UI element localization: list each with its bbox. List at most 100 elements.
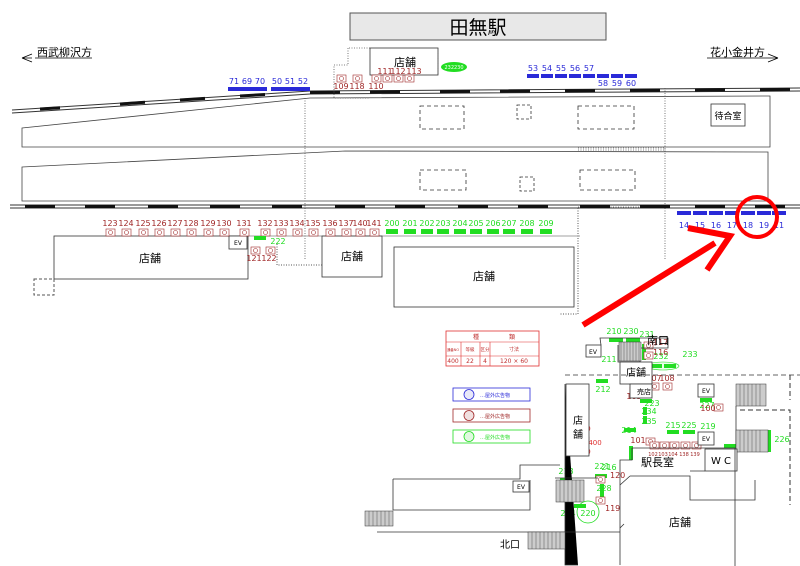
red-marker[interactable]: [276, 228, 287, 237]
green-marker[interactable]: [521, 229, 533, 234]
green-marker[interactable]: [664, 364, 676, 368]
green-marker-217[interactable]: [724, 444, 736, 448]
green-marker[interactable]: [421, 229, 433, 234]
green-marker[interactable]: [487, 229, 499, 234]
green-marker-label: 233: [682, 350, 697, 359]
blue-marker[interactable]: [271, 87, 284, 91]
red-marker[interactable]: [105, 228, 116, 237]
red-marker-102[interactable]: [649, 441, 660, 450]
red-marker-108[interactable]: [662, 382, 673, 391]
blue-marker[interactable]: [583, 74, 595, 78]
blue-marker[interactable]: [709, 211, 723, 215]
red-circle-icon: [328, 230, 333, 235]
red-marker[interactable]: [393, 74, 404, 83]
blue-marker[interactable]: [569, 74, 581, 78]
red-marker-104[interactable]: [669, 441, 680, 450]
blue-marker[interactable]: [741, 211, 755, 215]
red-marker[interactable]: [219, 228, 230, 237]
green-marker-210[interactable]: [609, 338, 623, 342]
red-marker[interactable]: [121, 228, 132, 237]
green-marker-228[interactable]: [600, 484, 604, 498]
green-marker-224[interactable]: [574, 504, 586, 508]
green-marker[interactable]: [470, 229, 482, 234]
red-marker[interactable]: [404, 74, 415, 83]
green-marker[interactable]: [437, 229, 449, 234]
green-marker-212[interactable]: [596, 379, 608, 383]
green-marker-232230[interactable]: [441, 62, 467, 72]
green-marker[interactable]: [254, 236, 266, 240]
red-marker-label: 109: [333, 82, 348, 91]
blue-marker[interactable]: [597, 74, 609, 78]
red-marker-label: 125: [135, 219, 150, 228]
red-marker-120[interactable]: [595, 475, 606, 484]
red-marker[interactable]: [382, 74, 393, 83]
red-circle-icon: [355, 76, 360, 81]
blue-marker[interactable]: [693, 211, 707, 215]
red-marker-138[interactable]: [680, 441, 691, 450]
red-circle-icon: [716, 405, 721, 410]
red-marker[interactable]: [308, 228, 319, 237]
red-marker-label: 108: [659, 374, 674, 383]
red-marker-100[interactable]: [713, 403, 724, 412]
red-marker[interactable]: [260, 228, 271, 237]
red-marker[interactable]: [154, 228, 165, 237]
green-marker-234[interactable]: [643, 407, 647, 415]
blue-marker[interactable]: [757, 211, 771, 215]
direction-east-label: 花小金井方: [710, 45, 765, 59]
blue-marker[interactable]: [254, 87, 267, 91]
blue-marker[interactable]: [725, 211, 739, 215]
red-marker[interactable]: [336, 74, 347, 83]
blue-marker-label: 52: [298, 77, 308, 86]
red-marker[interactable]: [138, 228, 149, 237]
blue-marker[interactable]: [625, 74, 637, 78]
green-marker[interactable]: [503, 229, 515, 234]
red-marker[interactable]: [170, 228, 181, 237]
red-marker[interactable]: [325, 228, 336, 237]
red-marker[interactable]: [239, 228, 250, 237]
green-marker[interactable]: [386, 229, 398, 234]
blue-marker[interactable]: [772, 211, 786, 215]
green-marker-226[interactable]: [767, 430, 771, 452]
green-marker-label: 208: [519, 219, 534, 228]
red-marker[interactable]: [352, 74, 363, 83]
green-marker[interactable]: [540, 229, 552, 234]
green-marker-223[interactable]: [640, 399, 652, 403]
blue-marker-label: 69: [242, 77, 252, 86]
red-marker-119[interactable]: [595, 496, 606, 505]
green-marker[interactable]: [650, 364, 662, 368]
south-exit-label: 南口: [647, 334, 669, 347]
red-marker[interactable]: [371, 74, 382, 83]
blue-marker[interactable]: [527, 74, 539, 78]
red-marker[interactable]: [265, 246, 276, 255]
red-marker[interactable]: [341, 228, 352, 237]
green-marker[interactable]: [454, 229, 466, 234]
red-marker[interactable]: [355, 228, 366, 237]
green-marker-214[interactable]: [624, 428, 636, 432]
blue-marker[interactable]: [611, 74, 623, 78]
blue-marker[interactable]: [241, 87, 254, 91]
red-marker-139[interactable]: [691, 441, 702, 450]
red-marker[interactable]: [369, 228, 380, 237]
blue-marker[interactable]: [541, 74, 553, 78]
red-marker[interactable]: [292, 228, 303, 237]
red-marker-103[interactable]: [659, 441, 670, 450]
red-circle-icon: [157, 230, 162, 235]
green-marker-235[interactable]: [643, 416, 647, 424]
red-marker-117[interactable]: [643, 341, 654, 350]
blue-marker[interactable]: [555, 74, 567, 78]
green-marker-225[interactable]: [683, 430, 695, 434]
red-marker[interactable]: [186, 228, 197, 237]
blue-marker[interactable]: [284, 87, 297, 91]
green-marker-230[interactable]: [626, 338, 640, 342]
red-marker[interactable]: [250, 246, 261, 255]
green-marker[interactable]: [404, 229, 416, 234]
red-marker[interactable]: [203, 228, 214, 237]
blue-marker[interactable]: [297, 87, 310, 91]
green-marker-227[interactable]: [700, 398, 712, 402]
red-marker-116[interactable]: [643, 351, 654, 360]
blue-marker[interactable]: [677, 211, 691, 215]
blue-marker[interactable]: [228, 87, 241, 91]
green-marker-215[interactable]: [667, 430, 679, 434]
red-circle-icon: [652, 443, 657, 448]
green-marker-216[interactable]: [629, 446, 633, 460]
